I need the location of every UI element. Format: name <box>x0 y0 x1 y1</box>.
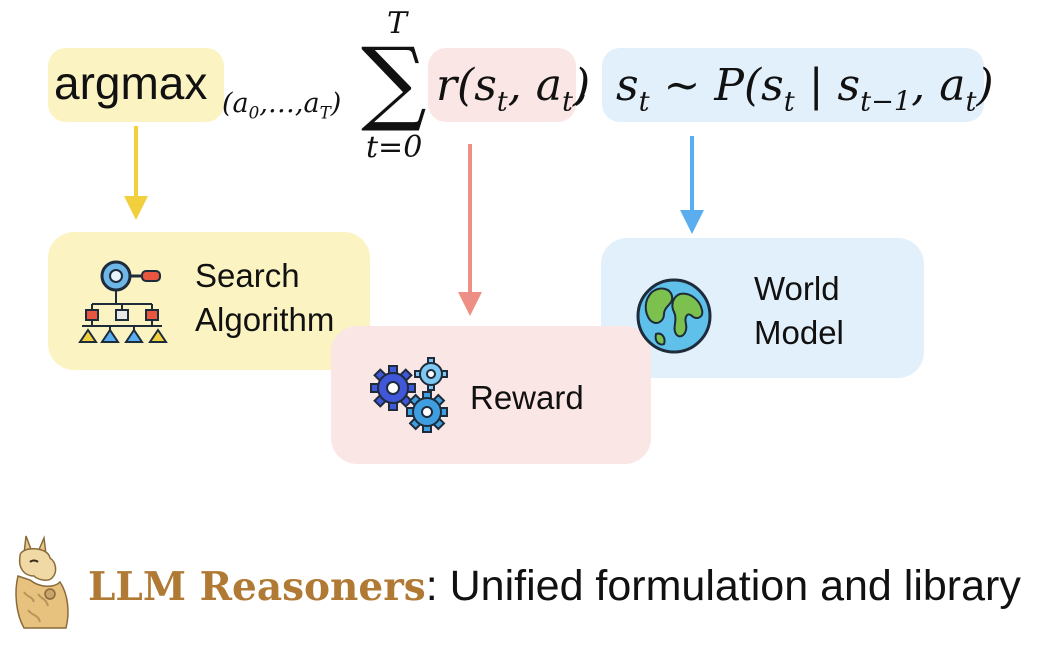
footer-tagline: : Unified formulation and library <box>425 562 1021 610</box>
argmax-subscript: (a0,…,aT) <box>222 88 342 123</box>
llama-icon <box>15 535 69 629</box>
summation-sign: ∑ <box>361 28 427 135</box>
world-arrow <box>680 136 704 234</box>
world-label-line2: Model <box>754 313 844 351</box>
argmax-label: argmax <box>54 57 208 109</box>
search-algorithm-box <box>48 232 370 370</box>
world-label-line1: World <box>754 270 840 307</box>
formula-comma: , <box>574 60 588 111</box>
world-model-term: st ~ P(st | st−1, at) <box>616 60 994 118</box>
footer-caption: LLM Reasoners: Unified formulation and l… <box>88 562 1021 611</box>
search-algorithm-label: Search Algorithm <box>195 254 334 342</box>
globe-icon <box>636 278 712 354</box>
brand-name: LLM Reasoners <box>88 564 426 610</box>
search-tree-icon <box>78 260 168 343</box>
argmax-highlight <box>48 48 224 122</box>
gears-icon <box>370 357 448 433</box>
reward-highlight <box>428 48 576 122</box>
reward-arrow <box>458 144 482 316</box>
world-model-highlight <box>602 48 984 122</box>
summation-lower-limit: t=0 <box>366 130 423 165</box>
summation-upper-limit: T <box>387 6 408 41</box>
search-arrow <box>124 126 148 220</box>
reward-label: Reward <box>470 379 584 416</box>
reward-term: r(st, at) <box>436 60 591 118</box>
world-model-label: World Model <box>754 267 844 355</box>
search-label-line1: Search <box>195 257 300 294</box>
search-label-line2: Algorithm <box>195 300 335 338</box>
